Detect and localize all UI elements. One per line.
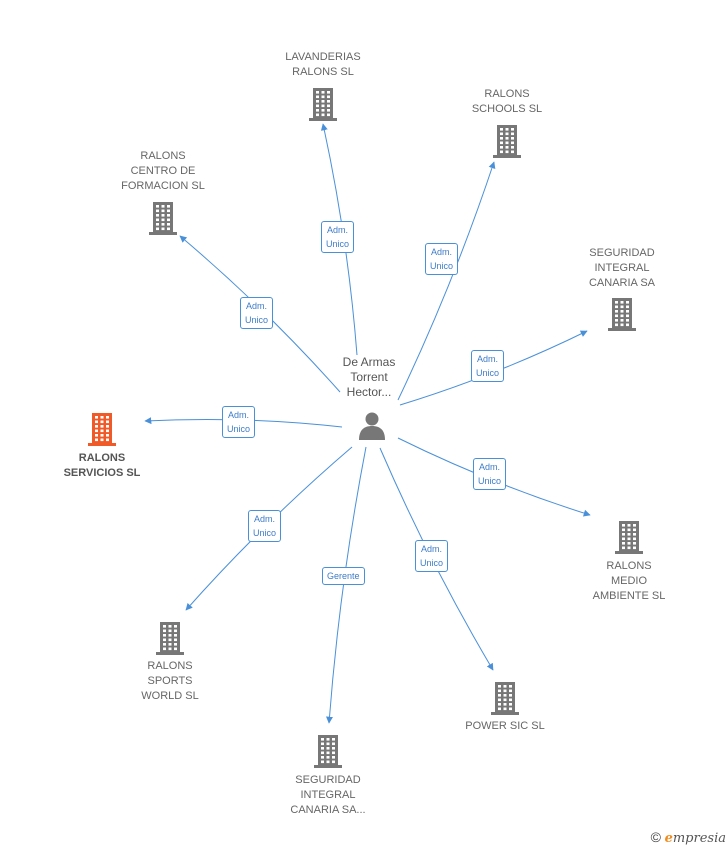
building-icon [156,622,184,655]
building-icon [149,202,177,235]
company-name[interactable]: RALONS CENTRO DE FORMACION SL [88,149,238,194]
edge-role-label[interactable]: Adm. Unico [473,458,507,490]
company-name-line: INTEGRAL [594,262,650,274]
building-icon [309,88,337,121]
company-name-line: CANARIA SA [588,277,656,289]
center-name-line-1: De Armas [342,355,396,369]
center-person-name: De Armas Torrent Hector... [309,355,429,400]
edge-to-seguridad2 [325,446,367,724]
building-icon [491,682,519,715]
company-name-line: FORMACION SL [121,180,205,192]
company-name[interactable]: POWER SIC SL [430,719,580,734]
edge-role-text: Adm. [228,410,250,420]
company-name-line: MEDIO [610,575,648,587]
company-name-line: SPORTS [147,675,193,687]
edge-role-text: Adm. [246,301,268,311]
edge-role-text: Adm. [421,544,443,554]
company-name-line: AMBIENTE SL [592,590,666,602]
company-name-line: SEGURIDAD [295,774,361,786]
edge-role-label[interactable]: Adm. Unico [248,510,282,542]
company-name-line: RALONS [484,88,530,100]
company-name-line: RALONS SL [292,66,354,78]
company-name-line: WORLD SL [141,690,199,702]
edge-role-label[interactable]: Adm. Unico [415,540,449,572]
company-name-line: POWER SIC SL [465,720,545,732]
edge-role-text: Unico [420,558,444,568]
company-name[interactable]: SEGURIDAD INTEGRAL CANARIA SA... [253,773,403,818]
copyright-symbol: © [650,829,661,845]
company-name-line: RALONS [78,452,126,464]
building-icon [608,298,636,331]
company-name-line: RALONS [606,560,652,572]
brand-initial: e [664,831,673,846]
company-name[interactable]: RALONS SERVICIOS SL [27,451,177,481]
company-name-line: LAVANDERIAS [285,51,361,63]
footer-brand: © empresia [651,829,726,846]
edge-role-text: Unico [478,476,502,486]
edge-role-text: Unico [476,368,500,378]
edge-role-text: Unico [430,261,454,271]
company-name[interactable]: RALONS SCHOOLS SL [432,87,582,117]
building-icon [493,125,521,158]
company-name-line: INTEGRAL [300,789,356,801]
center-name-line-3: Hector... [346,385,392,399]
building-icon [88,413,116,446]
edge-role-text: Unico [227,424,251,434]
company-name-line: SCHOOLS SL [471,103,543,115]
company-name[interactable]: RALONS SPORTS WORLD SL [95,659,245,704]
edge-role-label[interactable]: Adm. Unico [321,221,355,253]
company-name[interactable]: RALONS MEDIO AMBIENTE SL [554,559,704,604]
edge-role-text: Adm. [479,462,501,472]
company-name-line: RALONS [147,660,193,672]
company-name-line: SERVICIOS SL [63,467,141,479]
edge-role-text: Adm. [254,514,276,524]
edge-role-text: Unico [253,528,277,538]
company-name-line: CANARIA SA... [290,804,366,816]
person-icon [359,412,385,440]
edge-role-text: Unico [245,315,269,325]
company-name-line: SEGURIDAD [589,247,655,259]
company-name[interactable]: LAVANDERIAS RALONS SL [248,50,398,80]
edge-role-label[interactable]: Adm. Unico [222,406,256,438]
edge-role-label[interactable]: Adm. Unico [471,350,505,382]
brand-rest: mpresia [672,831,726,846]
edge-role-label[interactable]: Gerente [322,567,365,585]
edge-role-text: Gerente [327,571,360,581]
company-name[interactable]: SEGURIDAD INTEGRAL CANARIA SA [547,246,697,291]
edge-role-text: Adm. [431,247,453,257]
company-name-line: RALONS [140,150,186,162]
edge-role-label[interactable]: Adm. Unico [240,297,274,329]
company-name-line: CENTRO DE [130,165,196,177]
building-icon [615,521,643,554]
building-icon [314,735,342,768]
edge-role-text: Unico [326,239,350,249]
edge-role-text: Adm. [477,354,499,364]
edge-role-label[interactable]: Adm. Unico [425,243,459,275]
brand-logo[interactable]: empresia [665,831,726,846]
edge-to-schools [397,161,496,401]
edge-role-text: Adm. [327,225,349,235]
center-name-line-2: Torrent [350,370,388,384]
